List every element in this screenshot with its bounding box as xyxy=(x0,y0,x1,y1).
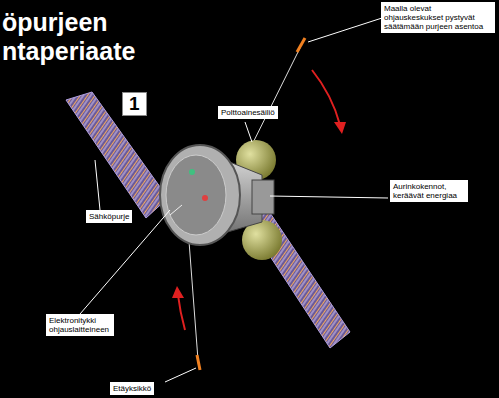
title: öpurjeen ntaperiaate xyxy=(2,8,152,66)
part-label: Aurinkokennot, keräävät energiaa xyxy=(390,180,468,202)
part-label: Elektronitykki ohjauslaitteineen xyxy=(46,314,114,336)
part-label: Etäyksikkö xyxy=(110,382,154,395)
part-label: Polttoainesäiliö xyxy=(218,106,278,119)
callout-number: 1 xyxy=(122,92,147,116)
part-label: Maalla olevat ohjauskeskukset pystyvät s… xyxy=(381,2,495,33)
part-label: Sähköpurje xyxy=(86,210,132,223)
